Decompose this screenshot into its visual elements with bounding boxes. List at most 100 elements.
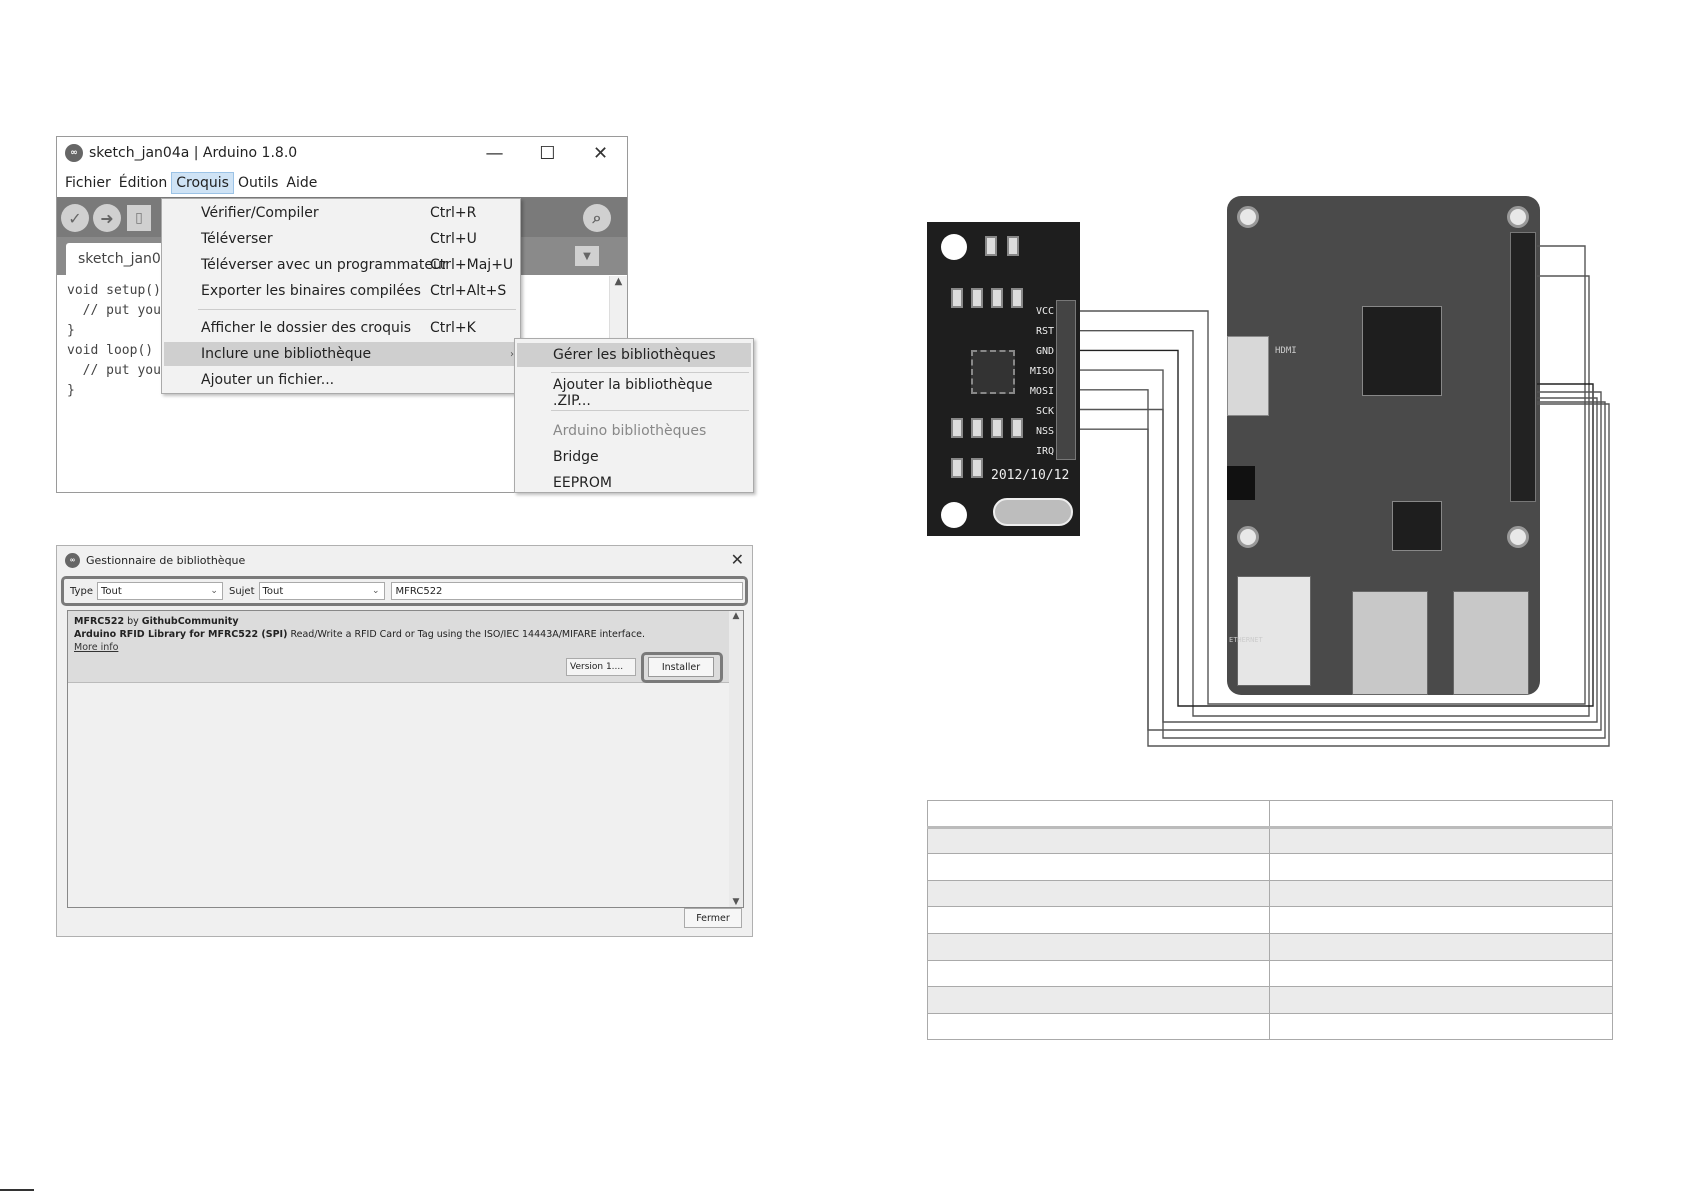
code-line: }: [67, 383, 75, 398]
chevron-down-icon: ⌄: [371, 586, 380, 596]
smd-component: [951, 288, 963, 308]
fermer-button[interactable]: Fermer: [684, 908, 742, 928]
type-select-value: Tout: [100, 585, 122, 597]
board-date: 2012/10/12: [991, 468, 1070, 483]
rfid-chip: [971, 350, 1015, 394]
new-file-icon[interactable]: ▯: [127, 205, 151, 231]
table-cell: [1269, 800, 1613, 829]
table-cell: [927, 960, 1270, 988]
library-manager-window: ∞ Gestionnaire de bibliothèque ✕ Type To…: [56, 545, 753, 937]
entry-by: by: [127, 616, 139, 627]
smd-component: [985, 236, 997, 256]
list-scrollbar[interactable]: ▲▼: [729, 611, 743, 907]
menu-item-inclure-bibliotheque[interactable]: Inclure une bibliothèque ›: [164, 342, 518, 366]
menu-item-shortcut: Ctrl+K: [430, 320, 476, 336]
ide-titlebar: ∞ sketch_jan04a | Arduino 1.8.0: [57, 137, 627, 169]
smd-component: [971, 418, 983, 438]
code-line: }: [67, 323, 75, 338]
search-input[interactable]: MFRC522: [390, 582, 743, 600]
menu-edition[interactable]: Édition: [118, 175, 168, 191]
table-cell: [927, 1013, 1270, 1041]
pin-label-irq: IRQ: [1035, 446, 1054, 457]
type-label: Type: [70, 585, 93, 597]
table-cell: [927, 933, 1270, 961]
table-cell: [1269, 880, 1613, 908]
upload-icon[interactable]: ➜: [93, 204, 121, 232]
table-cell: [927, 853, 1270, 881]
subject-select-value: Tout: [262, 585, 284, 597]
table-row: [927, 986, 1613, 1014]
entry-name: MFRC522: [74, 616, 125, 627]
entry-author: GithubCommunity: [141, 616, 239, 627]
submenu-lib-bridge[interactable]: Bridge: [553, 449, 599, 465]
smd-component: [991, 418, 1003, 438]
mounting-hole: [1507, 206, 1529, 228]
pin-table-body: [927, 800, 1613, 1041]
entry-description: Read/Write a RFID Card or Tag using the …: [290, 629, 646, 640]
table-cell: [1269, 853, 1613, 881]
version-select[interactable]: Version 1....: [566, 658, 636, 676]
list-item[interactable]: MFRC522 by GithubCommunity Arduino RFID …: [68, 611, 729, 683]
smd-component: [1011, 288, 1023, 308]
menu-croquis[interactable]: Croquis: [171, 172, 234, 194]
menu-item-exporter[interactable]: Exporter les binaires compilées Ctrl+Alt…: [164, 279, 518, 303]
minimize-button[interactable]: —: [485, 142, 504, 164]
gpio-header: [1510, 232, 1536, 502]
mounting-hole: [941, 502, 967, 528]
install-button[interactable]: Installer: [648, 657, 714, 677]
pin-mapping-table: [927, 800, 1613, 1041]
table-cell: [1269, 827, 1613, 855]
audio-jack: [1227, 466, 1255, 500]
mounting-hole: [1507, 526, 1529, 548]
pin-header: [1056, 300, 1076, 460]
menu-aide[interactable]: Aide: [286, 175, 318, 191]
code-line: // put you: [67, 303, 161, 318]
serial-monitor-icon[interactable]: ⌕: [583, 204, 611, 232]
menu-outils[interactable]: Outils: [237, 175, 279, 191]
table-cell: [927, 906, 1270, 934]
menu-item-televerser[interactable]: Téléverser Ctrl+U: [164, 227, 518, 251]
pin-label-rst: RST: [1035, 326, 1054, 337]
hdmi-label: HDMI: [1275, 346, 1297, 356]
maximize-button[interactable]: ☐: [539, 142, 556, 164]
menu-item-shortcut: Ctrl+Maj+U: [430, 257, 514, 273]
smd-component: [971, 288, 983, 308]
table-cell: [1269, 933, 1613, 961]
close-button[interactable]: ✕: [592, 142, 609, 164]
table-row: [927, 906, 1613, 934]
submenu-gerer-bibliotheques[interactable]: Gérer les bibliothèques: [517, 343, 751, 367]
menu-item-ajouter-fichier[interactable]: Ajouter un fichier...: [164, 368, 518, 392]
menu-item-label: Afficher le dossier des croquis: [201, 320, 412, 336]
table-row: [927, 933, 1613, 961]
entry-description-bold: Arduino RFID Library for MFRC522 (SPI): [74, 629, 288, 640]
table-cell: [927, 800, 1270, 829]
crystal-oscillator: [993, 498, 1073, 526]
verify-icon[interactable]: ✓: [61, 204, 89, 232]
menu-item-label: Exporter les binaires compilées: [201, 283, 421, 299]
type-select[interactable]: Tout ⌄: [96, 582, 223, 600]
more-info-link[interactable]: More info: [74, 642, 119, 653]
table-row: [927, 827, 1613, 855]
menu-item-afficher-dossier[interactable]: Afficher le dossier des croquis Ctrl+K: [164, 316, 518, 340]
ethernet-label: ETHERNET: [1229, 636, 1263, 644]
table-row: [927, 800, 1613, 829]
chevron-down-icon: ▼: [732, 897, 740, 907]
table-row: [927, 880, 1613, 908]
ethernet-port: [1237, 576, 1311, 686]
menu-item-verifier[interactable]: Vérifier/Compiler Ctrl+R: [164, 201, 518, 225]
submenu-lib-eeprom[interactable]: EEPROM: [553, 475, 612, 491]
pin-label-nss: NSS: [1035, 426, 1054, 437]
close-icon[interactable]: ✕: [730, 550, 744, 569]
croquis-dropdown-menu: Vérifier/Compiler Ctrl+R Téléverser Ctrl…: [161, 198, 521, 394]
table-cell: [1269, 986, 1613, 1014]
menu-item-televerser-programmateur[interactable]: Téléverser avec un programmateur Ctrl+Ma…: [164, 253, 518, 277]
tab-menu-chevron-down-icon[interactable]: ▼: [575, 246, 599, 266]
submenu-ajouter-zip[interactable]: Ajouter la bibliothèque .ZIP...: [553, 377, 713, 409]
table-cell: [927, 880, 1270, 908]
subject-select[interactable]: Tout ⌄: [258, 582, 385, 600]
menu-fichier[interactable]: Fichier: [65, 175, 111, 191]
version-select-value: Version 1....: [570, 661, 624, 672]
filter-bar: Type Tout ⌄ Sujet Tout ⌄ MFRC522: [61, 576, 748, 606]
code-line: void setup(){: [67, 283, 169, 298]
smd-component: [1011, 418, 1023, 438]
